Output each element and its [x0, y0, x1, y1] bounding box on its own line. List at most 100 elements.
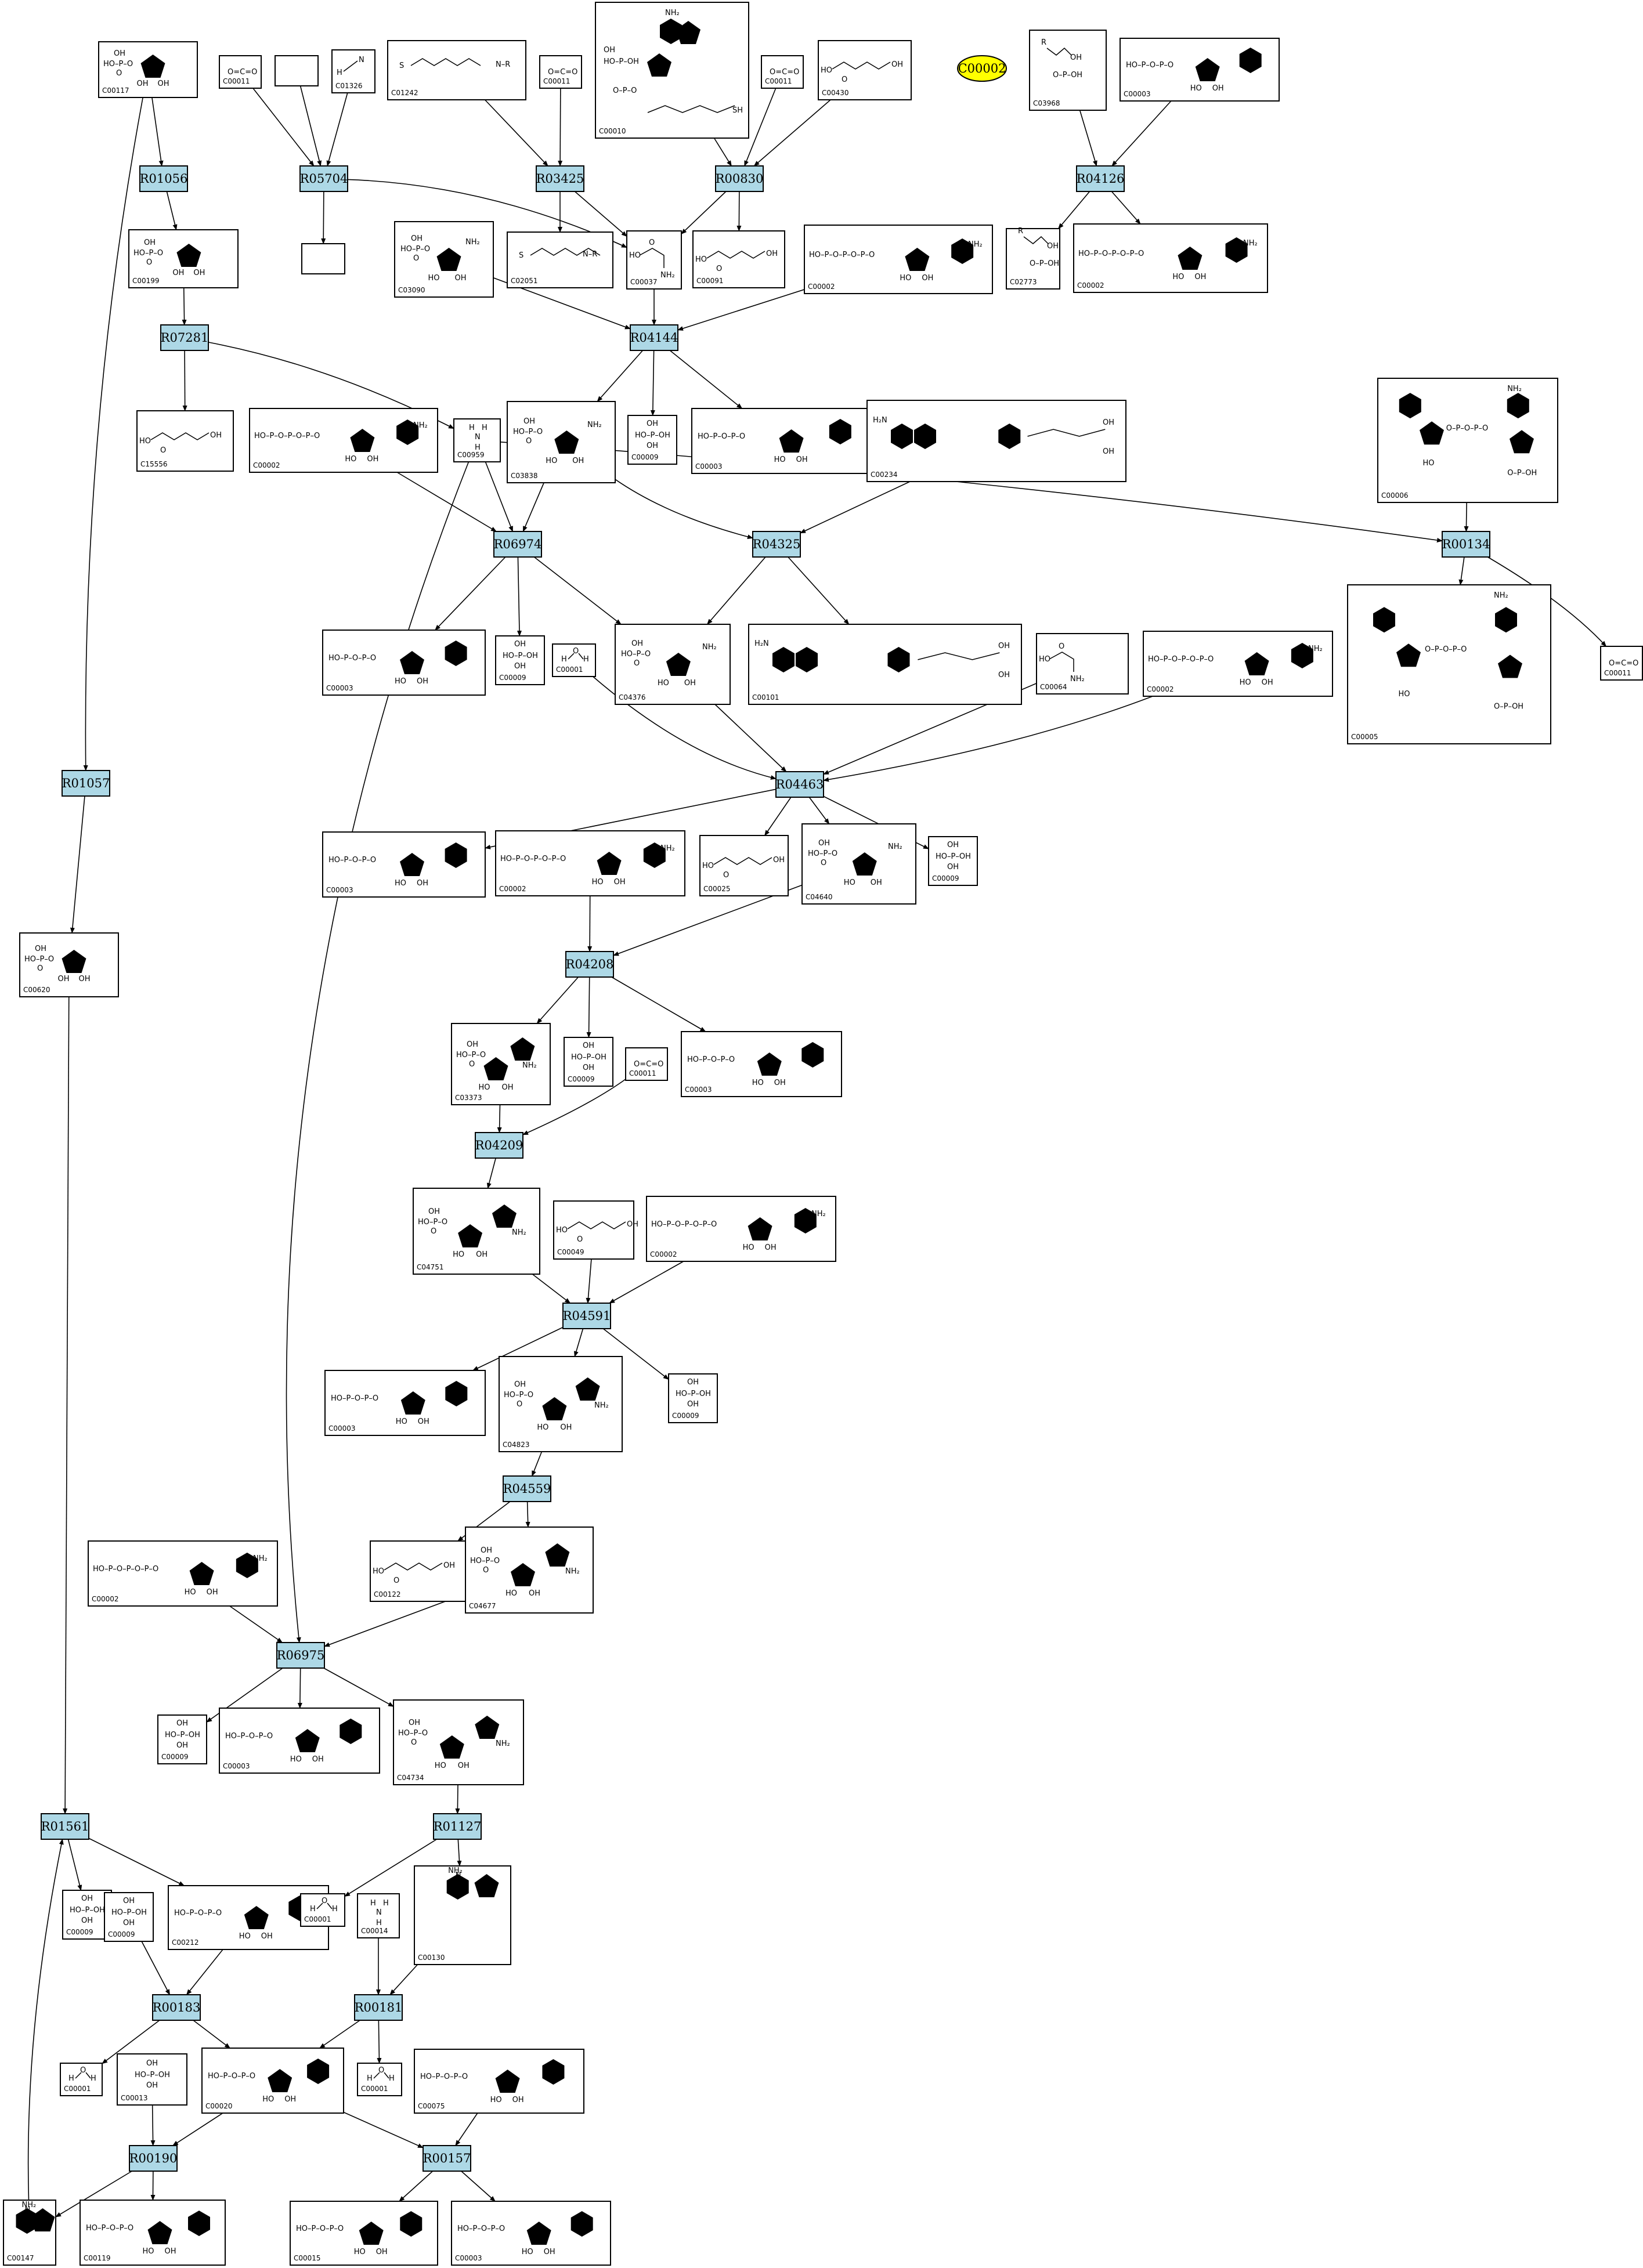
reaction-R00181[interactable]: R00181 [354, 1994, 403, 2021]
reaction-R04463[interactable]: R04463 [775, 771, 824, 798]
compound-box [692, 230, 785, 288]
compound-unlabeled[interactable] [301, 243, 345, 274]
highlight-node[interactable]: C00002 [957, 55, 1007, 82]
compound-unlabeled[interactable] [275, 55, 319, 86]
reaction-box [493, 531, 542, 558]
reaction-R01057[interactable]: R01057 [62, 770, 110, 797]
reaction-R00830[interactable]: R00830 [715, 165, 764, 192]
reaction-R04209[interactable]: R04209 [475, 1132, 523, 1159]
reaction-R06975[interactable]: R06975 [276, 1642, 325, 1669]
reaction-R01561[interactable]: R01561 [41, 1813, 89, 1840]
reaction-R04325[interactable]: R04325 [752, 531, 801, 558]
reaction-R01127[interactable]: R01127 [433, 1813, 482, 1840]
reaction-R05704[interactable]: R05704 [299, 165, 348, 192]
reaction-R04126[interactable]: R04126 [1076, 165, 1125, 192]
reaction-R04208[interactable]: R04208 [565, 951, 614, 978]
reaction-R03425[interactable]: R03425 [536, 165, 584, 192]
reaction-R00134[interactable]: R00134 [1442, 531, 1490, 558]
edge-R05704-b5 [347, 179, 627, 248]
reaction-R04144[interactable]: R04144 [630, 324, 678, 351]
reaction-R00190[interactable]: R00190 [129, 2145, 178, 2172]
reaction-R06974[interactable]: R06974 [493, 531, 542, 558]
reaction-R01056[interactable]: R01056 [139, 165, 188, 192]
reaction-R04559[interactable]: R04559 [503, 1475, 551, 1502]
reaction-R07281[interactable]: R07281 [160, 324, 209, 351]
reaction-R04591[interactable]: R04591 [562, 1303, 611, 1329]
reaction-R00157[interactable]: R00157 [423, 2145, 471, 2172]
reaction-R00183[interactable]: R00183 [152, 1994, 201, 2021]
